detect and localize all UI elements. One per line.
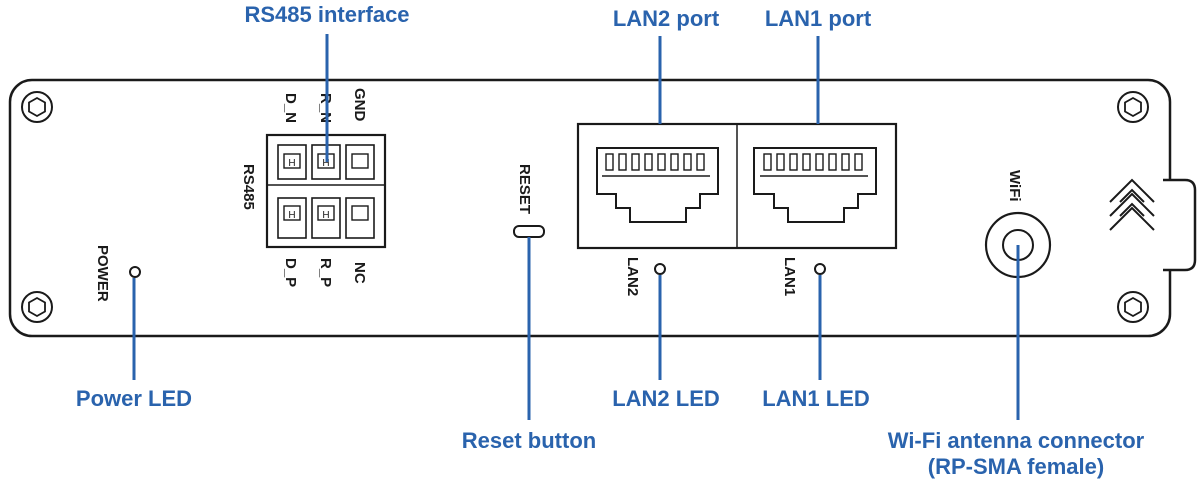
reset-button-callout: Reset button — [462, 428, 596, 453]
lan1-contact-pin — [776, 153, 785, 171]
lan2-contact-pin — [670, 153, 679, 171]
terminal-pin-r-p: H — [311, 197, 341, 239]
wifi-connector-callout-line2: (RP-SMA female) — [928, 454, 1104, 479]
power-label: POWER — [94, 245, 111, 302]
terminal-pin-d-p: H — [277, 197, 307, 239]
lan2-contact-pin — [696, 153, 705, 171]
terminal-label-nc: NC — [351, 262, 368, 284]
power-led-callout: Power LED — [76, 386, 192, 411]
lan1-contact-pin — [828, 153, 837, 171]
terminal-label-d-p: D_P — [282, 258, 299, 287]
lan1-led — [814, 263, 826, 275]
lan1-led-callout: LAN1 LED — [762, 386, 870, 411]
lan1-contact-pin — [815, 153, 824, 171]
terminal-label-d-n: D_N — [282, 93, 299, 123]
screw-top-left — [21, 91, 53, 123]
lan2-port-callout: LAN2 port — [613, 6, 720, 31]
reset-button[interactable] — [513, 225, 545, 238]
lan2-contact-pin — [657, 153, 666, 171]
lan1-contact-pin — [763, 153, 772, 171]
lan2-port[interactable] — [596, 147, 719, 223]
rs485-label: RS485 — [240, 164, 257, 210]
lan2-led — [654, 263, 666, 275]
lan1-contact-pin — [841, 153, 850, 171]
lan2-led-callout: LAN2 LED — [612, 386, 720, 411]
lan2-label: LAN2 — [624, 257, 641, 296]
wifi-connector-callout-line1: Wi-Fi antenna connector — [888, 428, 1145, 453]
lan1-port[interactable] — [753, 147, 877, 223]
power-led — [129, 266, 141, 278]
lan2-contact-pin — [683, 153, 692, 171]
svg-text:H: H — [288, 210, 295, 221]
lan2-contact-pin — [618, 153, 627, 171]
lan1-label: LAN1 — [781, 257, 798, 296]
lan2-contact-pin — [605, 153, 614, 171]
screw-bottom-left — [21, 291, 53, 323]
lan2-contact-pin — [631, 153, 640, 171]
svg-text:H: H — [322, 210, 329, 221]
brand-logo-icon — [1109, 178, 1155, 231]
lan1-contact-pin — [789, 153, 798, 171]
lan1-port-callout: LAN1 port — [765, 6, 872, 31]
rs485-interface-callout: RS485 interface — [244, 2, 409, 27]
terminal-label-r-p: R_P — [317, 258, 334, 287]
terminal-pin-nc — [345, 197, 375, 239]
terminal-label-gnd: GND — [351, 88, 368, 122]
side-tab — [1163, 178, 1197, 272]
lan1-contact-pin — [854, 153, 863, 171]
terminal-pin-d-n: H — [277, 144, 307, 180]
lan2-contact-pin — [644, 153, 653, 171]
svg-text:H: H — [288, 158, 295, 169]
svg-text:H: H — [322, 158, 329, 169]
wifi-label: WiFi — [1006, 170, 1023, 202]
reset-label: RESET — [516, 164, 533, 214]
terminal-pin-gnd — [345, 144, 375, 180]
screw-top-right — [1117, 91, 1149, 123]
lan1-contact-pin — [802, 153, 811, 171]
screw-bottom-right — [1117, 291, 1149, 323]
